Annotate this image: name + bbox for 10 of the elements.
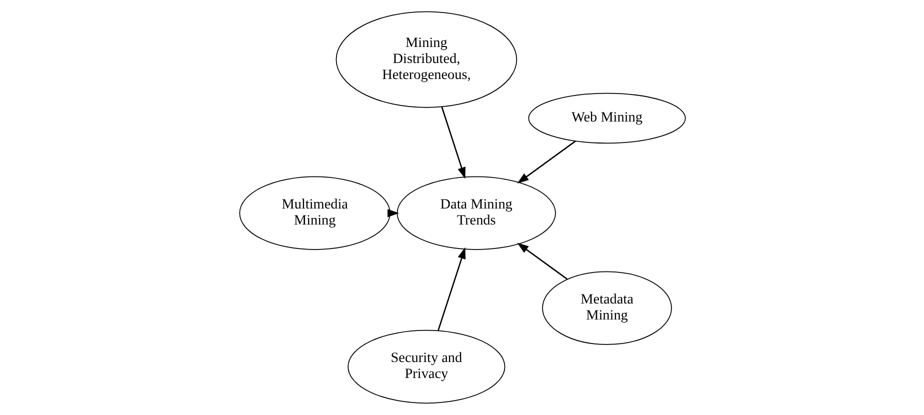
node-ellipse: Web Mining	[528, 92, 686, 144]
node-ellipse: Metadata Mining	[542, 271, 672, 345]
arrow	[387, 209, 399, 218]
arrow	[437, 247, 466, 331]
arrow	[516, 140, 576, 184]
arrow	[516, 242, 567, 280]
node-ellipse: Mining Distributed, Heterogeneous,	[335, 11, 517, 108]
arrow	[440, 106, 465, 179]
node-ellipse: Data Mining Trends	[396, 176, 556, 250]
node-ellipse: Security and Privacy	[347, 330, 505, 404]
